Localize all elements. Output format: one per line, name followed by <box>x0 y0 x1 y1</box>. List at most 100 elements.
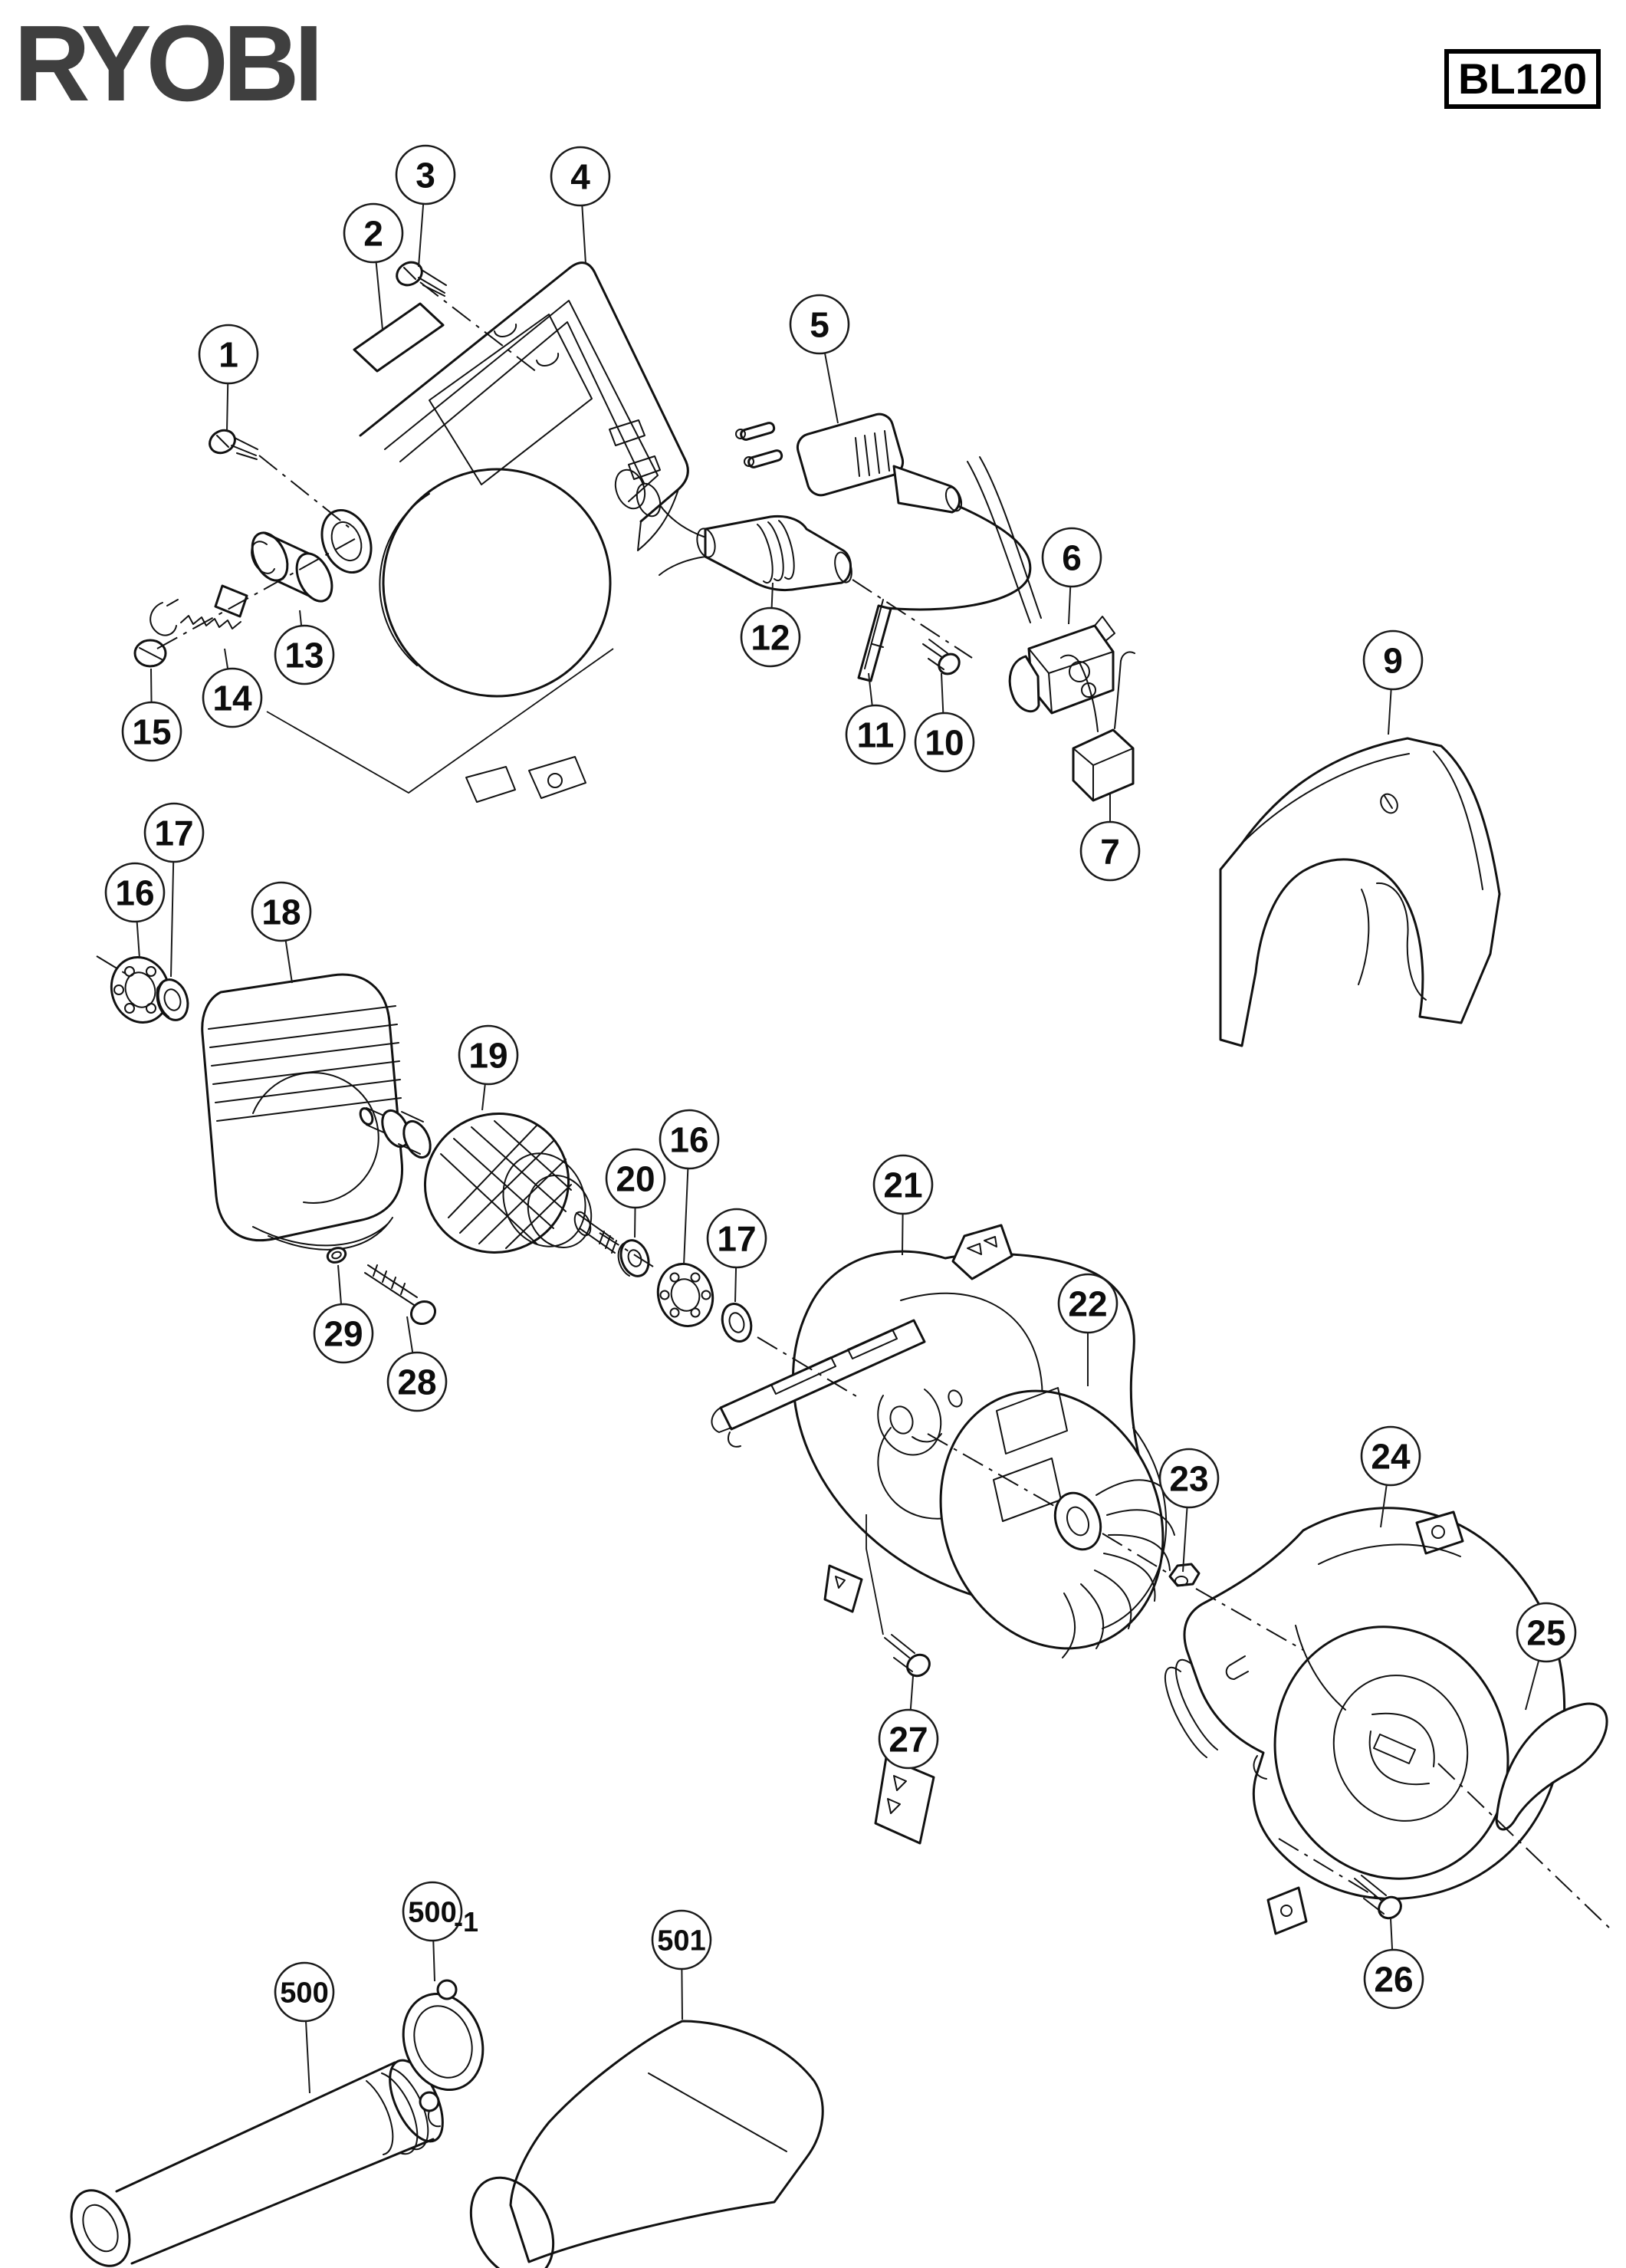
svg-text:501: 501 <box>657 1925 705 1957</box>
model-badge: BL120 <box>1444 49 1601 109</box>
part-15-brush-cap <box>133 639 167 668</box>
balloon-14: 14 <box>202 667 263 728</box>
svg-text:500: 500 <box>280 1977 328 2010</box>
svg-text:13: 13 <box>284 636 324 675</box>
part-20-washer <box>617 1239 650 1277</box>
svg-text:14: 14 <box>212 679 252 718</box>
svg-text:20: 20 <box>616 1159 655 1199</box>
svg-text:3: 3 <box>416 156 435 196</box>
balloon-24: 24 <box>1360 1425 1421 1487</box>
balloon-10: 10 <box>914 712 975 773</box>
part-3-screw <box>396 261 447 297</box>
svg-text:25: 25 <box>1526 1613 1565 1653</box>
part-7-capacitor <box>1060 651 1135 802</box>
svg-text:11: 11 <box>857 715 895 755</box>
svg-text:6: 6 <box>1062 538 1082 578</box>
balloon-12: 12 <box>740 606 801 668</box>
svg-text:16: 16 <box>115 873 154 913</box>
part-500-1-nozzle-clamp <box>402 1979 485 2128</box>
svg-text:15: 15 <box>132 712 171 752</box>
part-500-blower-nozzle <box>70 2059 444 2267</box>
svg-text:5: 5 <box>810 305 829 345</box>
part-16-ball-bearing-rear <box>656 1263 714 1327</box>
svg-text:24: 24 <box>1371 1437 1411 1477</box>
svg-text:10: 10 <box>925 723 964 763</box>
balloon-20: 20 <box>605 1148 666 1209</box>
balloon-5: 5 <box>789 294 850 355</box>
balloon-9: 9 <box>1362 629 1424 691</box>
svg-text:12: 12 <box>751 618 790 658</box>
part-14-carbon-brush-spring <box>149 584 248 636</box>
part-501-flat-nozzle <box>469 2020 824 2268</box>
axis-lines <box>96 281 1611 1929</box>
svg-text:-1: -1 <box>454 1906 478 1938</box>
part-28-screw-long <box>364 1264 437 1326</box>
balloon-1: 1 <box>198 324 259 385</box>
balloon-27: 27 <box>878 1708 939 1770</box>
balloon-6: 6 <box>1041 527 1102 588</box>
part-4-motor-housing <box>320 261 689 803</box>
svg-text:16: 16 <box>669 1120 708 1160</box>
balloon-500: 500 <box>274 1961 335 2023</box>
svg-text:28: 28 <box>397 1362 436 1402</box>
part-5-power-cord-plug <box>735 413 1032 611</box>
balloon-16: 16 <box>659 1109 720 1170</box>
part-27-screw <box>866 1514 931 1678</box>
svg-text:27: 27 <box>889 1720 928 1760</box>
balloon-3: 3 <box>395 144 456 205</box>
svg-text:4: 4 <box>570 157 590 197</box>
svg-text:19: 19 <box>468 1036 508 1076</box>
part-13-brush-holder <box>251 531 333 603</box>
part-6-switch <box>967 456 1115 715</box>
part-26-screw <box>1354 1875 1402 1920</box>
balloon-18: 18 <box>251 881 312 942</box>
balloon-501: 501 <box>651 1909 712 1971</box>
balloon-25: 25 <box>1516 1602 1577 1663</box>
balloon-11: 11 <box>845 704 906 765</box>
balloon-28: 28 <box>386 1351 448 1412</box>
svg-text:1: 1 <box>218 335 238 375</box>
part-24-blower-housing <box>1164 1507 1566 1935</box>
balloon-7: 7 <box>1079 820 1141 882</box>
svg-text:7: 7 <box>1100 832 1120 872</box>
balloon-17: 17 <box>143 802 205 863</box>
balloon-17: 17 <box>706 1208 767 1269</box>
part-17-washer-front <box>156 978 189 1021</box>
part-16-ball-bearing-front <box>110 956 171 1024</box>
part-17-washer-rear <box>721 1303 753 1343</box>
part-1-screw <box>209 429 258 460</box>
balloon-16: 16 <box>104 862 166 923</box>
svg-text:23: 23 <box>1169 1459 1208 1499</box>
svg-text:26: 26 <box>1374 1960 1413 2000</box>
svg-text:500: 500 <box>408 1897 456 1929</box>
svg-text:17: 17 <box>717 1219 756 1259</box>
balloon-2: 2 <box>343 202 404 264</box>
svg-text:21: 21 <box>883 1165 922 1205</box>
balloon-4: 4 <box>550 146 611 207</box>
part-12-cord-strain-relief <box>659 505 852 592</box>
part-11-cord-clamp <box>857 599 892 682</box>
part-23-nut <box>1168 1563 1201 1587</box>
break-lines <box>266 648 614 794</box>
svg-text:17: 17 <box>154 814 193 853</box>
svg-text:18: 18 <box>261 892 301 932</box>
balloon-29: 29 <box>313 1303 374 1364</box>
svg-text:22: 22 <box>1068 1284 1107 1324</box>
part-18-field-stator <box>201 973 404 1251</box>
svg-text:2: 2 <box>363 214 383 254</box>
balloon-15: 15 <box>121 701 182 762</box>
part-9-handle-cover <box>1219 737 1501 1047</box>
balloon-13: 13 <box>274 624 335 685</box>
balloon-21: 21 <box>872 1154 934 1215</box>
balloon-500-1: 500-1 <box>402 1881 478 1942</box>
ryobi-logo: RYOBI <box>14 3 324 124</box>
part-25-air-deflector <box>1495 1702 1608 1831</box>
part-29-washer <box>326 1247 347 1264</box>
balloon-26: 26 <box>1363 1948 1424 2010</box>
balloon-22: 22 <box>1057 1273 1118 1334</box>
part-22-fan <box>939 1387 1175 1658</box>
balloon-23: 23 <box>1158 1448 1220 1509</box>
svg-text:9: 9 <box>1383 641 1403 681</box>
